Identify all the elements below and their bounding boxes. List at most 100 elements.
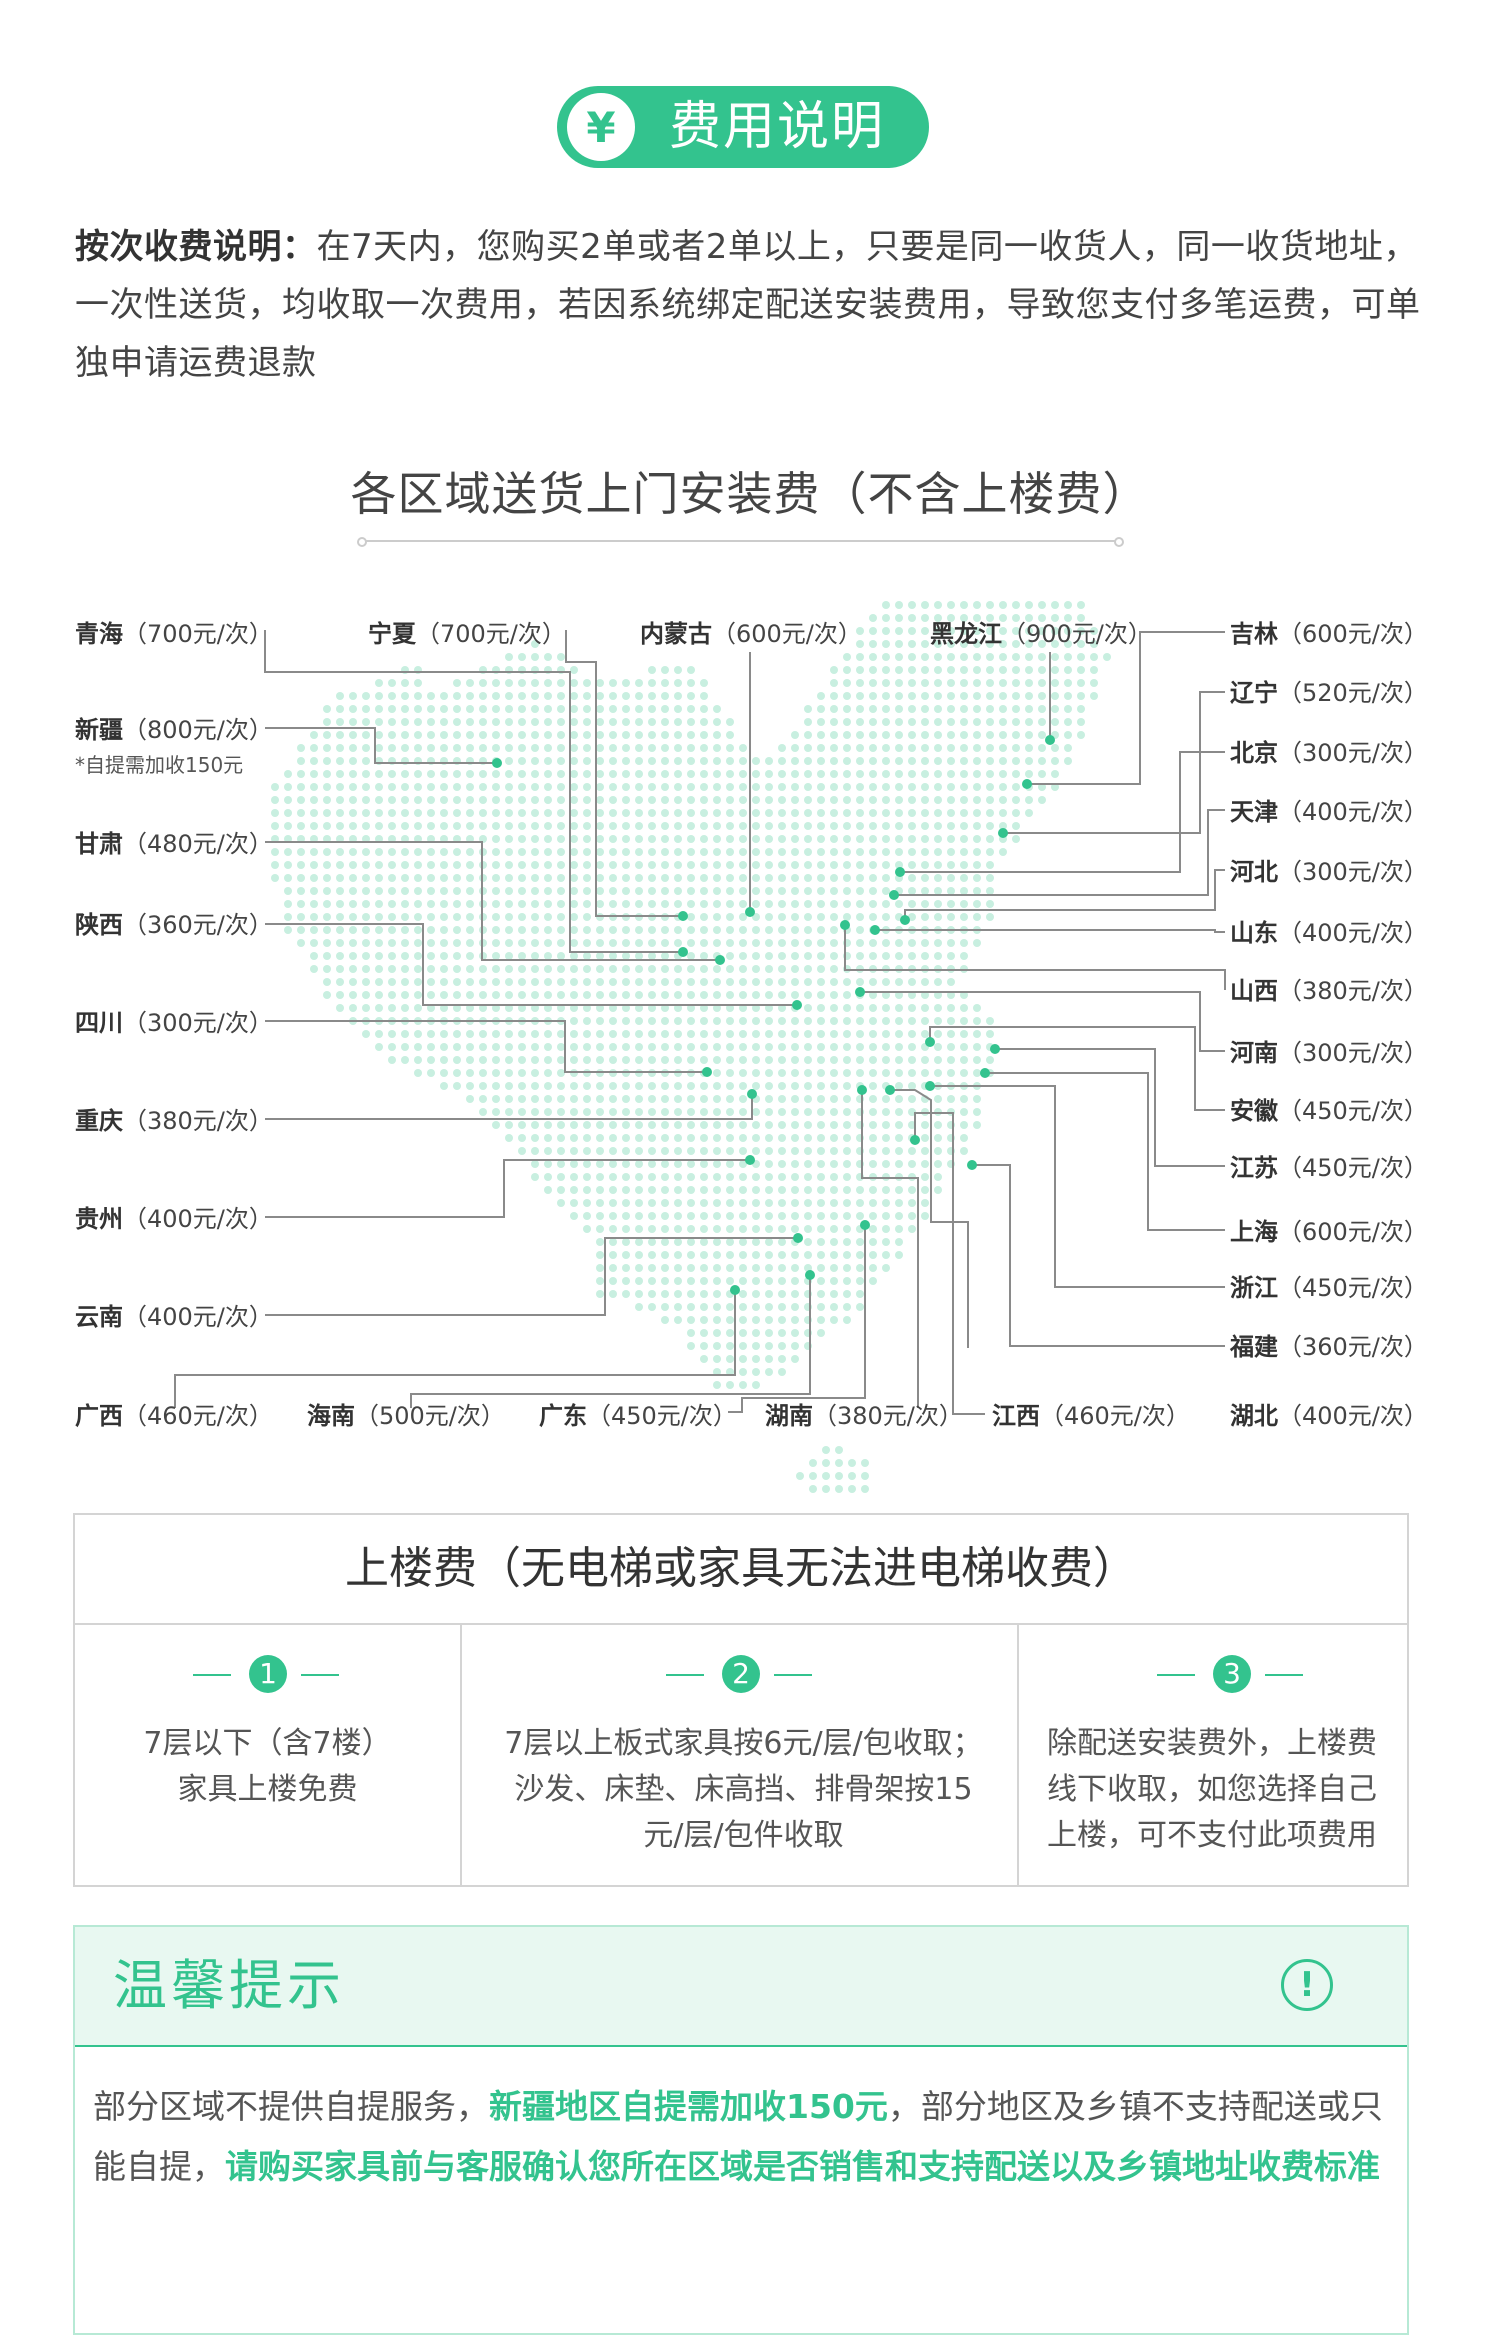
leader-line-shaanxi (265, 923, 797, 1006)
region-label-liaoning: 辽宁（520元/次） (1230, 679, 1428, 707)
map-dots (271, 601, 1111, 1493)
region-price: （300元/次） (1278, 1039, 1428, 1067)
leader-line-zhejiang (930, 1085, 1225, 1288)
region-name: 黑龙江 (930, 620, 1002, 648)
leader-line-beijing (900, 751, 1225, 873)
map-dot-xinjiang (492, 758, 502, 768)
region-price: （360元/次） (1278, 1333, 1428, 1361)
stairs-fee-item: 2 7层以上板式家具按6元/层/包收取；沙发、床垫、床高挡、排骨架按15元/层/… (460, 1625, 1017, 1887)
region-price: （700元/次） (416, 620, 566, 648)
region-label-guangdong: 广东（450元/次） (539, 1402, 737, 1430)
map-dot-henan (855, 987, 865, 997)
map-dot-guizhou (745, 1155, 755, 1165)
leader-line-hainan (410, 1275, 811, 1408)
region-name: 广西 (75, 1402, 123, 1430)
region-name: 天津 (1230, 798, 1278, 826)
map-dot-hunan (857, 1085, 867, 1095)
region-name: 宁夏 (368, 620, 417, 648)
region-name: 安徽 (1230, 1097, 1279, 1125)
leader-line-tianjin (894, 809, 1225, 896)
map-dot-anhui (925, 1037, 935, 1047)
region-name: 山西 (1230, 977, 1278, 1005)
region-price: （400元/次） (1278, 1402, 1428, 1430)
region-name: 甘肃 (75, 830, 123, 858)
stairs-fee-text: 7层以上板式家具按6元/层/包收取；沙发、床垫、床高挡、排骨架按15元/层/包件… (504, 1726, 983, 1853)
region-price: （520元/次） (1278, 679, 1428, 707)
region-price: （400元/次） (123, 1303, 273, 1331)
stairs-fee-text: 7层以下（含7楼）家具上楼免费 (143, 1726, 392, 1807)
map-dot-hubei (885, 1085, 895, 1095)
leader-line-jilin (1027, 631, 1225, 785)
region-price: （800元/次） (123, 716, 273, 744)
tips-highlight: 新疆地区自提需加收150元 (489, 2087, 888, 2126)
map-dot-liaoning (998, 828, 1008, 838)
region-price: （480元/次） (123, 830, 273, 858)
step-number: 1 (249, 1655, 287, 1693)
leader-line-fujian (972, 1164, 1225, 1347)
map-dot-beijing (895, 867, 905, 877)
region-label-sichuan: 四川（300元/次） (75, 1009, 273, 1037)
region-name: 四川 (75, 1009, 123, 1037)
map-dot-shandong (870, 925, 880, 935)
region-name: 广东 (539, 1402, 587, 1430)
region-label-ningxia: 宁夏（700元/次） (368, 620, 566, 648)
region-label-hebei: 河北（300元/次） (1230, 858, 1428, 886)
region-label-fujian: 福建（360元/次） (1229, 1333, 1428, 1361)
region-price: （600元/次） (712, 620, 862, 648)
region-label-tianjin: 天津（400元/次） (1230, 798, 1428, 826)
region-label-heilongjiang: 黑龙江（900元/次） (930, 620, 1152, 648)
region-name: 海南 (307, 1402, 355, 1430)
china-delivery-map: 青海（700元/次）宁夏（700元/次）内蒙古（600元/次）黑龙江（900元/… (75, 601, 1428, 1493)
region-price: （460元/次） (1040, 1402, 1190, 1430)
map-dot-heilongjiang (1045, 735, 1055, 745)
charge-description-text: 在7天内，您购买2单或者2单以上，只要是同一收货人，同一收货地址，一次性送货，均… (75, 227, 1421, 383)
region-name: 湖北 (1230, 1402, 1278, 1430)
leader-line-qinghai (264, 630, 683, 953)
region-name: 辽宁 (1230, 679, 1278, 707)
region-price: （400元/次） (1278, 798, 1428, 826)
region-price: （400元/次） (1278, 919, 1428, 947)
tips-text: ，部分地区及乡镇不支持配送或只能自提， (93, 2087, 1383, 2186)
region-labels: 青海（700元/次）宁夏（700元/次）内蒙古（600元/次）黑龙江（900元/… (75, 620, 1428, 1430)
stairs-fee-item: 3 除配送安装费外，上楼费线下收取，如您选择自己上楼，可不支付此项费用 (1017, 1625, 1409, 1887)
step-number: 3 (1213, 1655, 1251, 1693)
region-price: （450元/次） (587, 1402, 737, 1430)
region-name: 河南 (1230, 1039, 1278, 1067)
region-note-xinjiang: *自提需加收150元 (75, 753, 243, 777)
map-dot-ningxia (678, 911, 688, 921)
region-price: （450元/次） (1278, 1154, 1428, 1182)
region-name: 江苏 (1230, 1154, 1278, 1182)
map-dot-guangdong (860, 1220, 870, 1230)
region-name: 青海 (75, 620, 123, 648)
leader-line-liaoning (1003, 691, 1225, 834)
region-name: 重庆 (75, 1107, 123, 1135)
map-dot-jilin (1022, 779, 1032, 789)
leader-line-shandong (875, 929, 1225, 933)
leader-line-anhui (929, 1026, 1225, 1111)
leader-line-xinjiang (265, 727, 497, 764)
region-label-qinghai: 青海（700元/次） (75, 620, 273, 648)
region-price: （360元/次） (123, 911, 273, 939)
yen-icon: ¥ (567, 93, 635, 161)
map-dot-hainan (805, 1270, 815, 1280)
region-price: （380元/次） (1278, 977, 1428, 1005)
title-divider (357, 537, 1124, 547)
leader-line-hubei (890, 1089, 969, 1348)
region-label-xinjiang: 新疆（800元/次） (75, 716, 273, 744)
tips-title: 温馨提示 (113, 1954, 345, 2017)
region-name: 浙江 (1230, 1274, 1278, 1302)
region-label-henan: 河南（300元/次） (1230, 1039, 1428, 1067)
leader-line-ningxia (565, 630, 683, 917)
region-name: 新疆 (75, 716, 123, 744)
map-dot-jiangxi (910, 1135, 920, 1145)
leader-line-guizhou (265, 1159, 750, 1218)
leader-line-gansu (265, 841, 720, 961)
leader-line-hunan (861, 1090, 919, 1408)
leader-line-guangxi (174, 1290, 736, 1408)
map-dot-neimenggu (745, 907, 755, 917)
region-price: （300元/次） (1278, 858, 1428, 886)
map-dot-tianjin (889, 890, 899, 900)
leader-line-jiangsu (995, 1048, 1225, 1167)
map-dot-shaanxi (792, 1000, 802, 1010)
region-name: 陕西 (75, 911, 123, 939)
